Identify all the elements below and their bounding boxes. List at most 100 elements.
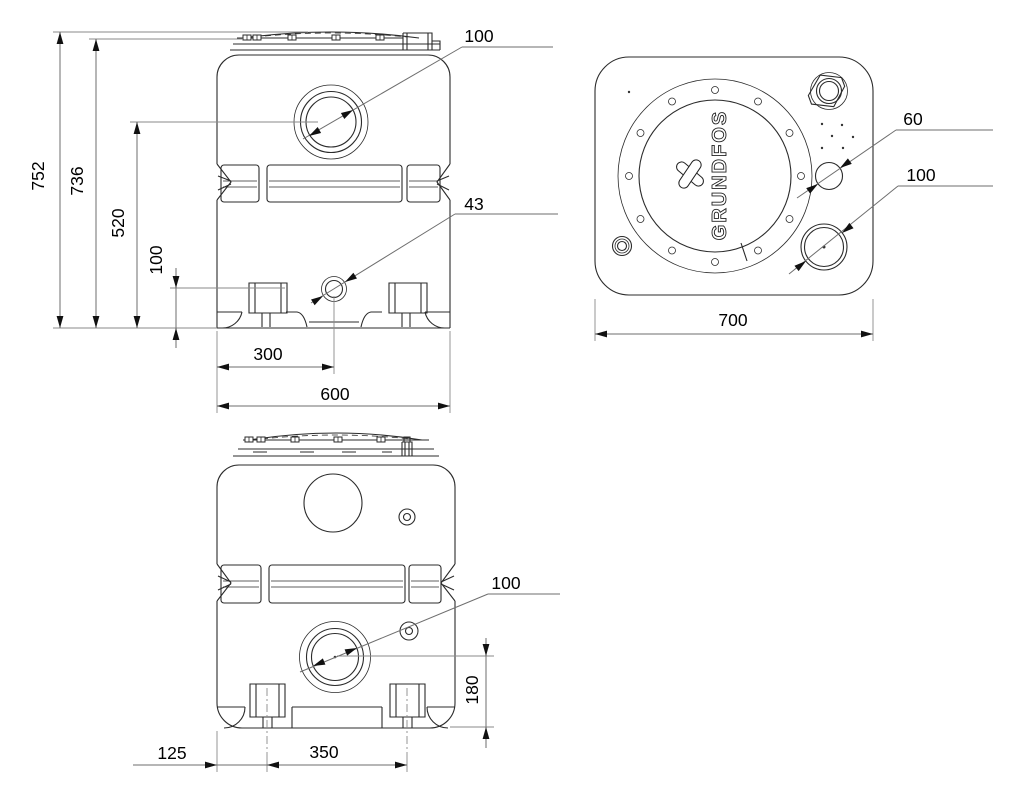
band-panel-left-side: [220, 564, 262, 604]
lid-dome-side: [249, 432, 423, 441]
vent-fitting-front: [402, 32, 441, 50]
foot-left-side: [249, 683, 286, 728]
top-view: GRUNDFOS: [594, 56, 993, 341]
bolt-hole: [797, 172, 805, 180]
arrow-icon: [92, 39, 100, 51]
dot: [820, 122, 824, 126]
front-tank-body: [216, 54, 451, 329]
dim-label-300: 300: [253, 344, 282, 364]
band-grooves-side: [223, 580, 439, 588]
dim-label-736: 736: [67, 166, 87, 195]
dim-label-350: 350: [309, 742, 338, 762]
bottom-notches-front: [217, 311, 450, 329]
arrow-icon: [307, 127, 322, 139]
fitting-bore: [402, 512, 412, 522]
dim-label-125: 125: [157, 743, 186, 763]
side-dimension-lines: [133, 593, 560, 766]
arrow-icon: [205, 761, 217, 769]
bolt-hole: [711, 258, 719, 266]
fitting-outer: [398, 508, 416, 526]
lid-dome-front: [242, 31, 420, 39]
band-panel-right-side: [408, 564, 442, 604]
small-fitting-upper-side: [398, 508, 416, 526]
side-extension-lines: [216, 655, 494, 772]
hex-plug: [807, 72, 848, 110]
inlet-bore-side: [310, 632, 360, 682]
tank-outline-top: [594, 56, 874, 296]
arrow-icon: [133, 316, 141, 328]
dim-label-752: 752: [28, 161, 48, 190]
bolt-hole: [754, 97, 762, 106]
fitting-bore: [616, 240, 628, 252]
foot-right-side: [389, 683, 426, 728]
bolt-hole: [785, 215, 794, 223]
small-fitting-top: [611, 235, 633, 257]
arrow-icon: [133, 122, 141, 134]
front-dimensions: 752 736 520 100 100 43 300 600: [28, 26, 558, 413]
fitting-outer: [611, 235, 633, 257]
bolt-hole: [668, 97, 676, 106]
lid-fitting-side: [401, 436, 413, 456]
foot-left-front: [248, 282, 288, 327]
arrow-icon: [395, 761, 407, 769]
arrow-icon: [217, 402, 229, 410]
dim-label-520: 520: [108, 208, 128, 237]
bolt-hole: [754, 246, 762, 255]
arrow-icon: [861, 330, 873, 338]
band-panel-center-side: [268, 564, 406, 604]
lid-dome-inner-side: [261, 434, 411, 440]
lid-index-mark: [740, 242, 748, 262]
grundfos-logo-text: GRUNDFOS: [709, 110, 731, 240]
front-dimension-lines: [59, 32, 450, 407]
dim-label-100-height: 100: [146, 245, 166, 274]
dia-label-100-front: 100: [464, 26, 493, 46]
dim-label-180: 180: [462, 675, 482, 704]
side-inlet: [299, 621, 371, 693]
arrow-icon: [267, 761, 279, 769]
inlet-outer-top: [800, 223, 848, 271]
lid-dome-inner-front: [254, 32, 408, 38]
waist-notches-side: [216, 563, 456, 602]
dot: [820, 146, 824, 150]
dot: [627, 90, 631, 94]
arrow-icon: [438, 402, 450, 410]
band-panel-left-front: [220, 164, 260, 203]
dot: [840, 123, 844, 127]
dot: [851, 135, 855, 139]
flange-outer-circle: [617, 78, 813, 274]
bolt-hole: [785, 129, 794, 137]
arrow-icon: [172, 276, 180, 288]
bottom-notches-side: [217, 706, 455, 729]
arrow-icon: [595, 330, 607, 338]
arrow-icon: [322, 363, 334, 371]
arrow-icon: [92, 316, 100, 328]
bolt-hole: [636, 215, 645, 223]
foot-centerlines: [266, 688, 408, 755]
arrow-icon: [56, 316, 64, 328]
side-tank-body: [216, 464, 456, 729]
hex-plug-ring: [815, 77, 843, 105]
waist-notches-front: [216, 163, 451, 201]
arrow-icon: [56, 32, 64, 44]
lid-clips-side: [244, 436, 386, 443]
arrow-icon: [482, 644, 490, 656]
inlet-outer-side: [305, 627, 365, 687]
arrow-icon: [172, 328, 180, 340]
dot: [830, 134, 834, 138]
fitting-mid: [614, 238, 630, 254]
front-view: 752 736 520 100 100 43 300 600: [28, 26, 558, 413]
side-lid: [233, 432, 439, 457]
lid-clip-ticks-side: [248, 437, 382, 442]
lid-flange-top: GRUNDFOS: [617, 78, 813, 274]
bolt-hole: [668, 246, 676, 255]
band-panel-center-front: [266, 164, 403, 203]
side-view: 100 180 125 350: [133, 432, 560, 772]
arrow-icon: [839, 222, 854, 236]
flange-bolt-holes: [625, 86, 805, 266]
front-leader-lines: [302, 46, 558, 304]
dia-label-100-top: 100: [906, 165, 935, 185]
fitting-bore: [404, 626, 414, 636]
hex-plug-nut: [807, 74, 846, 108]
